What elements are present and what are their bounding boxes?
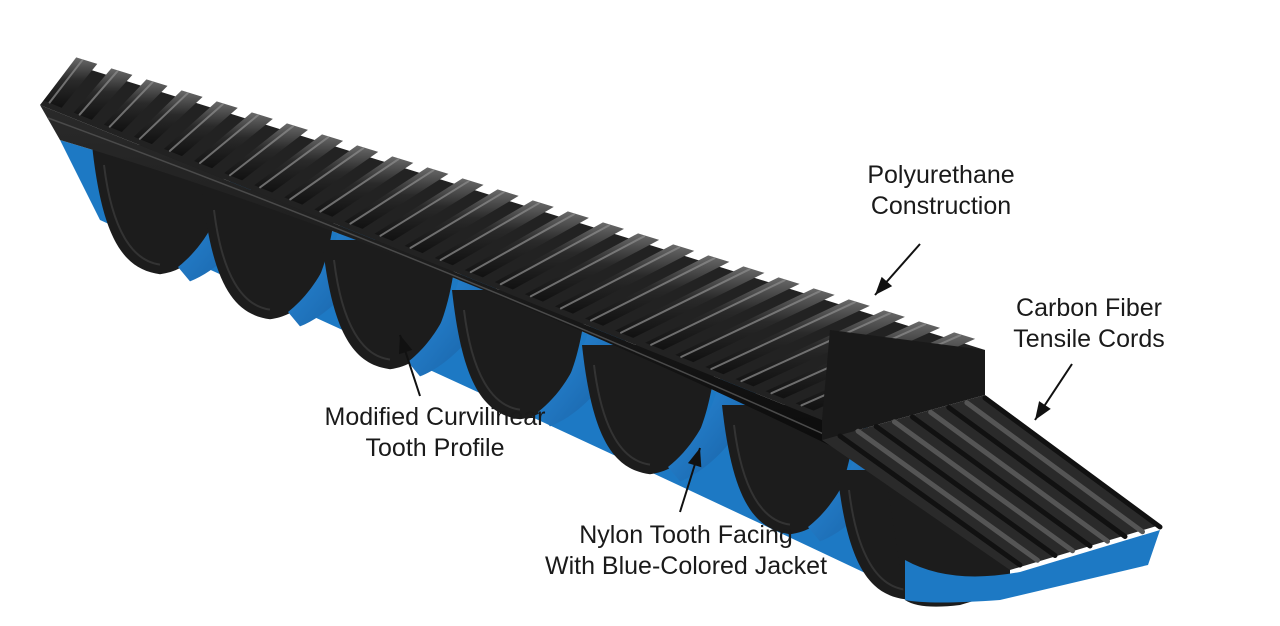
top-ridge (615, 266, 765, 338)
top-ridge (224, 123, 308, 181)
tensile-cord (982, 395, 1163, 530)
tooth-contour (593, 364, 651, 466)
top-ridge (73, 68, 133, 120)
top-ridge (675, 288, 835, 363)
callout-arrows (398, 243, 1073, 513)
ridge-highlight (48, 59, 84, 104)
ridge-highlight (740, 312, 891, 383)
callout-line: Tensile Cords (1013, 325, 1165, 353)
top-ridge (374, 178, 484, 241)
belt-end-blue-edge (905, 530, 1160, 603)
ridge-highlight (589, 257, 716, 322)
ridge-highlight (499, 224, 610, 286)
top-ridge (735, 310, 905, 387)
top-ridge (584, 255, 730, 326)
ridge-highlight (379, 180, 470, 237)
callout-line: Modified Curvilinear (324, 403, 546, 431)
callout-carbon-fiber-cords: Carbon Fiber Tensile Cords (974, 293, 1204, 355)
callout-nylon-tooth-facing: Nylon Tooth Facing With Blue-Colored Jac… (486, 520, 886, 582)
top-ridge (464, 211, 589, 278)
arrow-head (398, 335, 413, 355)
callout-line: Polyurethane (867, 161, 1015, 189)
tooth-contour (848, 489, 906, 591)
callout-line: Carbon Fiber (1016, 294, 1162, 322)
ridge-highlight (650, 279, 786, 346)
top-ridge (434, 200, 554, 266)
callout-line: Tooth Profile (365, 434, 505, 462)
top-ridge (193, 112, 273, 169)
tensile-cord (837, 433, 1023, 568)
tensile-cord (910, 414, 1093, 549)
ridge-highlight (469, 213, 575, 274)
ridge-highlight (259, 136, 330, 189)
ridge-highlight (198, 114, 259, 165)
cord-section-top (822, 395, 1160, 570)
tensile-cord (891, 419, 1075, 554)
arrow-head (687, 448, 702, 468)
callout-line: With Blue-Colored Jacket (544, 552, 828, 580)
belt-side-face (40, 105, 835, 448)
tooth-blue-facing (408, 260, 498, 377)
ridge-highlight (409, 191, 505, 249)
side-highlight (47, 117, 829, 437)
top-ridge (314, 156, 414, 217)
ridge-highlight (439, 202, 540, 261)
top-ridge (254, 134, 344, 193)
tensile-cord (873, 424, 1058, 558)
top-ridge (344, 167, 449, 229)
ridge-highlight (710, 301, 856, 370)
belt-top-surface (40, 57, 985, 440)
top-ridge (133, 90, 203, 145)
ridge-highlight (319, 158, 400, 213)
callout-tooth-profile: Modified Curvilinear Tooth Profile (270, 402, 600, 464)
ridge-highlight (168, 103, 224, 152)
top-ridge (705, 299, 870, 375)
tensile-cord (928, 409, 1110, 544)
tooth-contour (103, 164, 161, 266)
ridge-highlight (620, 268, 751, 334)
tensile-cord (855, 428, 1040, 563)
ridge-highlight (108, 81, 154, 128)
callout-line: Construction (870, 192, 1012, 220)
top-ridge (163, 101, 238, 157)
tooth-contour (733, 424, 791, 526)
callout-line: Nylon Tooth Facing (579, 521, 793, 549)
tensile-cords-end (822, 395, 1163, 570)
top-ridge (43, 57, 98, 108)
top-end-block (822, 330, 985, 440)
top-ridge (103, 79, 168, 132)
top-ridge (645, 277, 800, 351)
ridge-highlight (680, 290, 821, 358)
top-ridge (524, 233, 660, 302)
callout-polyurethane-construction: Polyurethane Construction (826, 160, 1056, 222)
tooth-contour (333, 259, 391, 361)
top-ridge (494, 222, 625, 290)
top-ridge (404, 189, 519, 254)
arrow-head (1035, 401, 1051, 420)
ridge-highlight (138, 92, 189, 140)
belt-side-band (40, 105, 835, 448)
ridge-highlight (78, 70, 119, 116)
ridge-highlight (289, 147, 365, 201)
tensile-cord (946, 405, 1128, 539)
tooth-contour (213, 209, 271, 311)
arrow-head (875, 276, 893, 295)
ridge-highlight (529, 235, 646, 298)
top-ridge (554, 244, 695, 314)
tooth-contour (463, 309, 521, 411)
ridge-highlight (349, 169, 435, 225)
tensile-cord (964, 400, 1145, 535)
ridge-highlight (559, 246, 681, 310)
ridge-highlight (229, 125, 294, 177)
top-ridge (284, 145, 379, 205)
tooth-profile-layer (92, 145, 1160, 607)
